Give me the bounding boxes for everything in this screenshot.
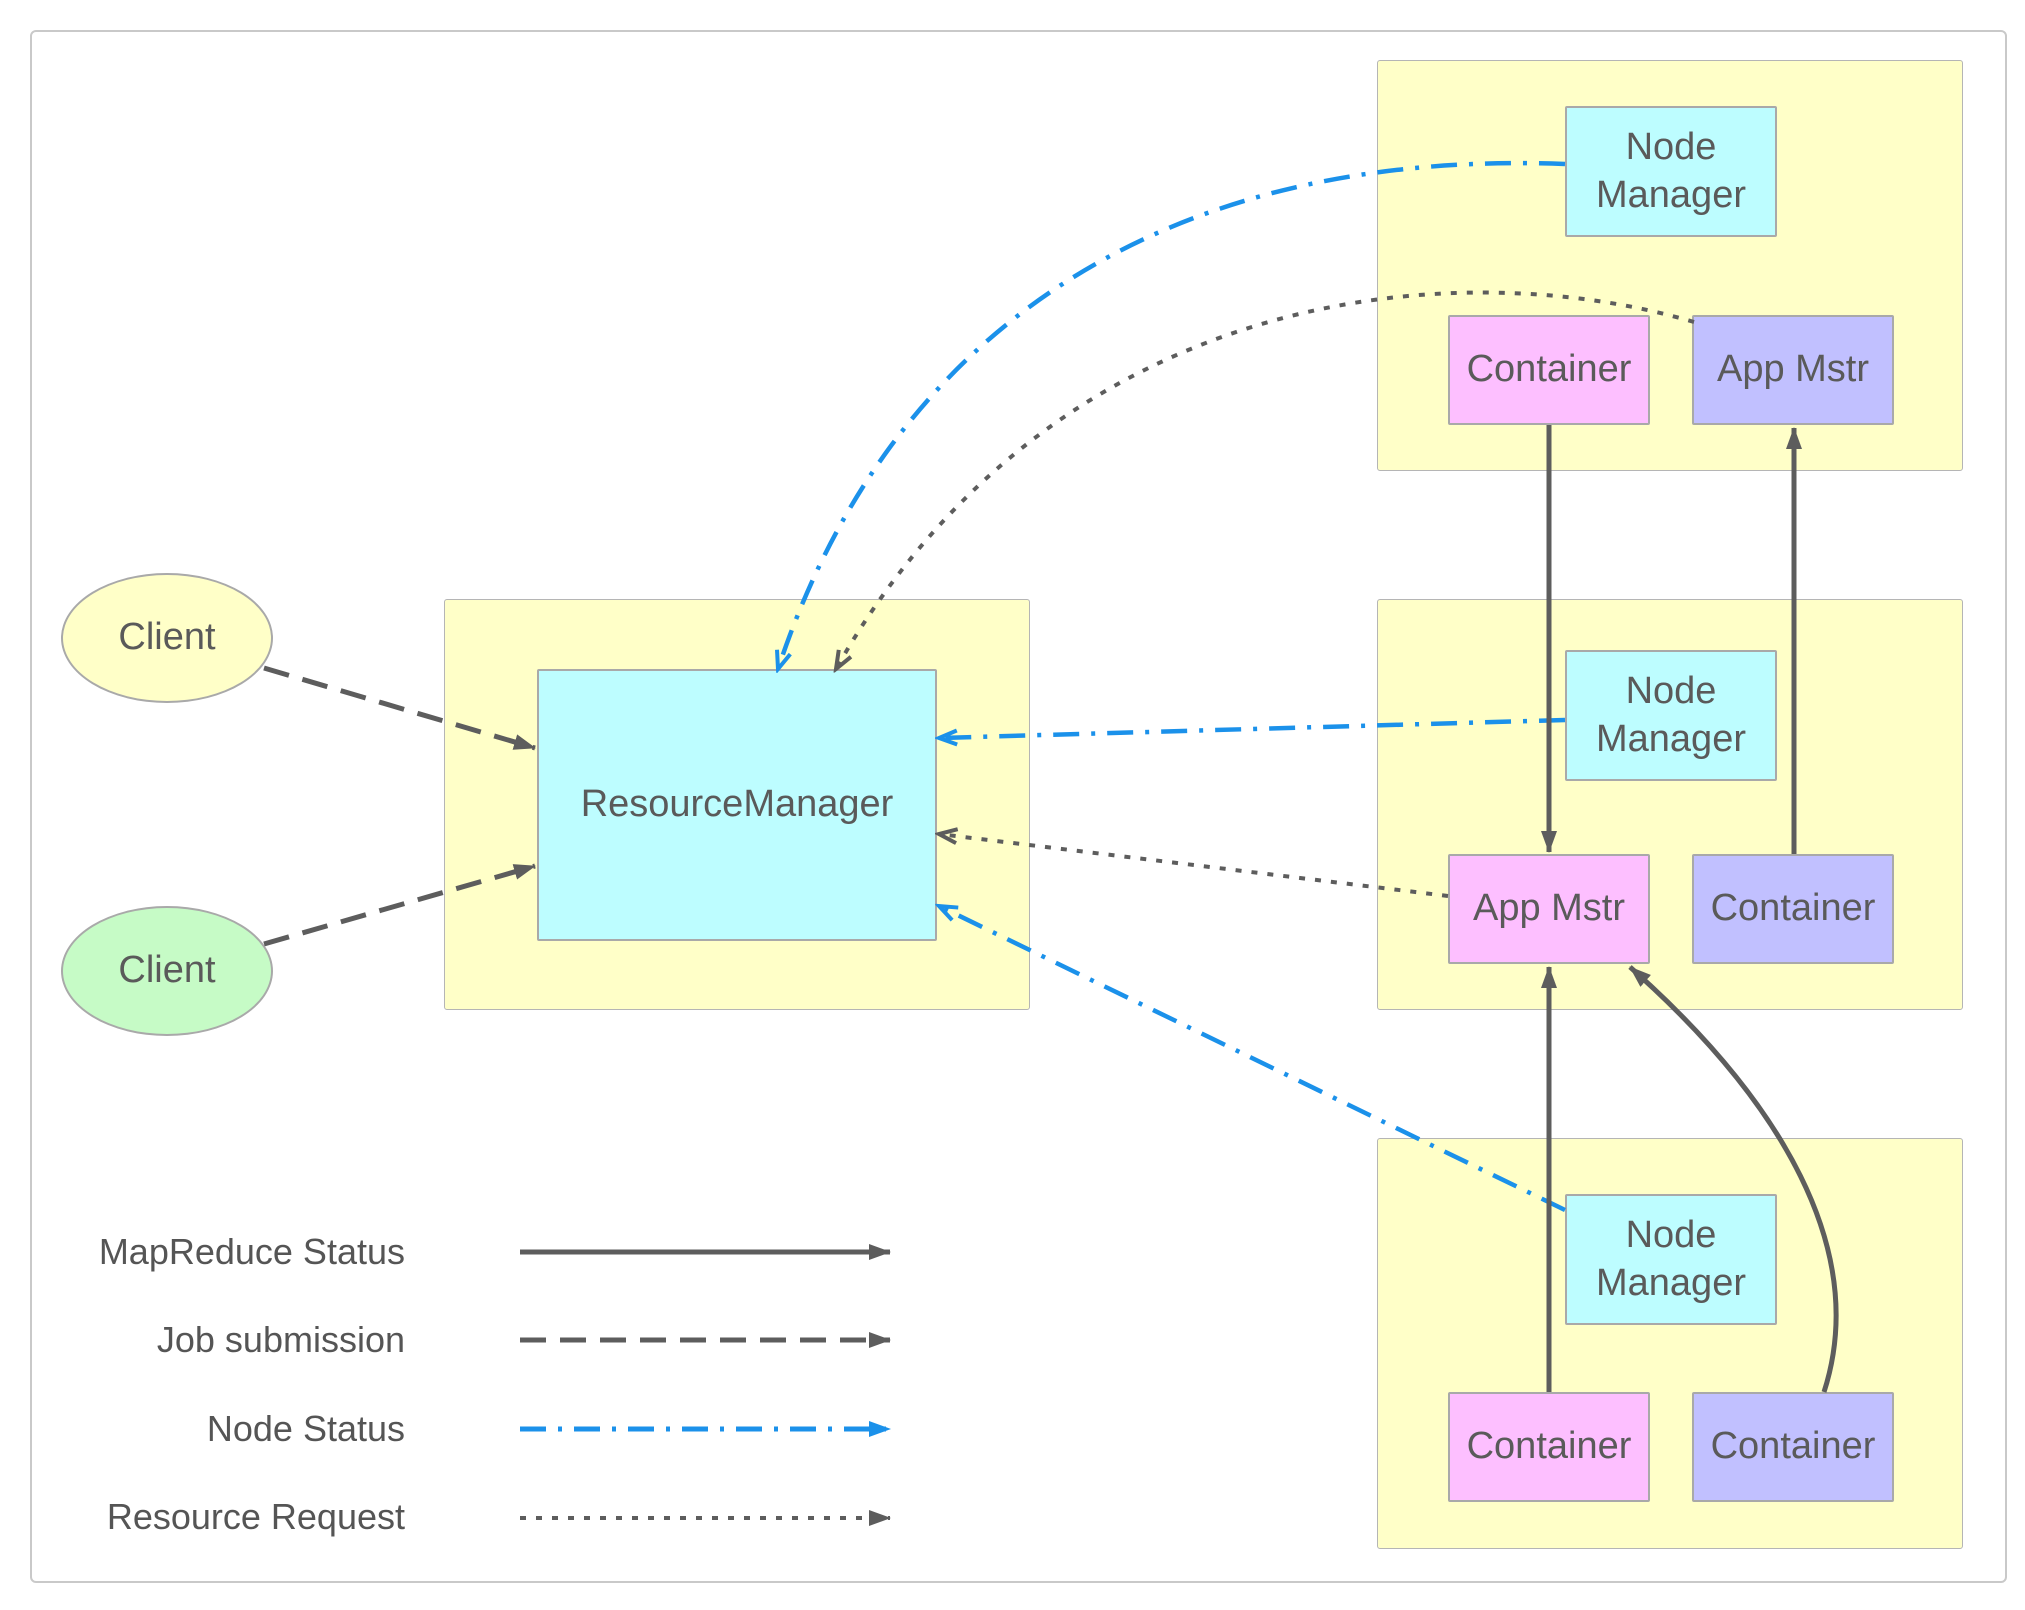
resource-request-am2-to-rm xyxy=(939,834,1449,898)
container-host-1: Container xyxy=(1448,315,1650,425)
node-manager-2: Node Manager xyxy=(1565,650,1777,781)
container-host-2: Container xyxy=(1692,854,1894,964)
resource-manager: ResourceManager xyxy=(537,669,937,941)
legend-job-submission-label: Job submission xyxy=(156,1319,405,1360)
node-status-nm2-to-rm xyxy=(939,717,1566,738)
legend-node-status-label: Node Status xyxy=(206,1408,405,1449)
legend-resource-request-label: Resource Request xyxy=(106,1496,405,1537)
container-2-host-3: Container xyxy=(1692,1392,1894,1502)
job-submission-client-2 xyxy=(263,863,536,947)
node-status-nm1-to-rm xyxy=(778,160,1566,669)
client-1: Client xyxy=(61,573,273,703)
client-2: Client xyxy=(61,906,273,1036)
resource-request-am1-to-rm xyxy=(836,290,1695,669)
app-master-host-1: App Mstr xyxy=(1692,315,1894,425)
app-master-host-2: App Mstr xyxy=(1448,854,1650,964)
node-manager-1: Node Manager xyxy=(1565,106,1777,237)
legend-mapreduce-status-label: MapReduce Status xyxy=(98,1231,405,1272)
node-status-nm3-to-rm xyxy=(939,906,1566,1213)
mapreduce-container2-h3-to-am-h2 xyxy=(1628,965,1839,1393)
job-submission-client-1 xyxy=(263,665,536,751)
container-1-host-3: Container xyxy=(1448,1392,1650,1502)
node-manager-3: Node Manager xyxy=(1565,1194,1777,1325)
